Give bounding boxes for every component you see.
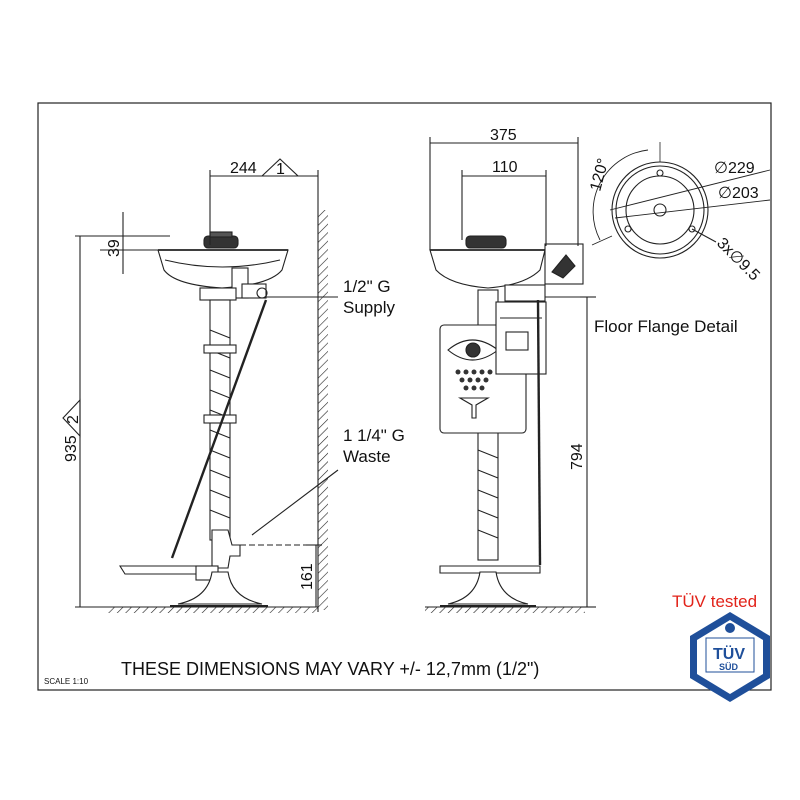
- front-pedal-rod: [536, 299, 542, 566]
- pedestal-collar: [199, 287, 237, 301]
- dim-dia-203: ∅203: [718, 185, 759, 202]
- mount-hole-2: [624, 225, 632, 233]
- tuv-tested-label: TÜV tested: [672, 592, 757, 611]
- dim-120-deg: 120°: [587, 157, 612, 193]
- wall-hatch: [318, 210, 328, 610]
- tuv-badge: TÜV SÜD: [690, 612, 770, 702]
- dim-794: 794: [569, 443, 586, 470]
- waste-label-line2: Waste: [343, 447, 391, 466]
- foot-pedal: [119, 565, 206, 575]
- mount-hole-1: [656, 169, 664, 177]
- side-view: [62, 158, 339, 613]
- floor-flange-detail: [591, 142, 771, 259]
- dim-935: 935: [63, 435, 80, 462]
- waste-label-line1: 1 1/4" G: [343, 426, 405, 445]
- rev-triangle-1: [260, 158, 300, 177]
- dim-110: 110: [492, 159, 518, 176]
- spray-head: [203, 235, 239, 249]
- supply-label-line1: 1/2" G: [343, 277, 391, 296]
- waste-trap: [211, 529, 241, 569]
- scale-note: SCALE 1:10: [44, 677, 89, 686]
- pedal-rod: [170, 299, 268, 559]
- tuv-badge-main: TÜV: [713, 644, 745, 663]
- front-view: [425, 137, 596, 613]
- dim-dia-229: ∅229: [714, 160, 755, 177]
- rev-triangle-2: [62, 398, 81, 438]
- bowl: [157, 249, 289, 289]
- tuv-badge-sub: SÜD: [719, 662, 739, 672]
- dim-39: 39: [106, 239, 123, 257]
- drawing-frame: [37, 102, 772, 691]
- tuv-logo-icon: [725, 623, 735, 633]
- dim-375: 375: [490, 127, 517, 144]
- base: [177, 571, 263, 605]
- floor-hatch: [108, 607, 318, 613]
- front-spray-head: [465, 235, 507, 249]
- dim-244: 244: [230, 160, 257, 177]
- front-bowl: [429, 249, 546, 289]
- rev-1-label: 1: [276, 161, 285, 178]
- dim-161: 161: [299, 563, 316, 590]
- mount-hole-3: [688, 225, 696, 233]
- rev-2-label: 2: [65, 415, 82, 424]
- supply-label-line2: Supply: [343, 298, 395, 317]
- front-base: [447, 571, 529, 605]
- floor-flange-label: Floor Flange Detail: [594, 317, 738, 336]
- tolerance-note: THESE DIMENSIONS MAY VARY +/- 12,7mm (1/…: [121, 659, 539, 679]
- dim-holes: 3x∅9.5: [713, 235, 763, 285]
